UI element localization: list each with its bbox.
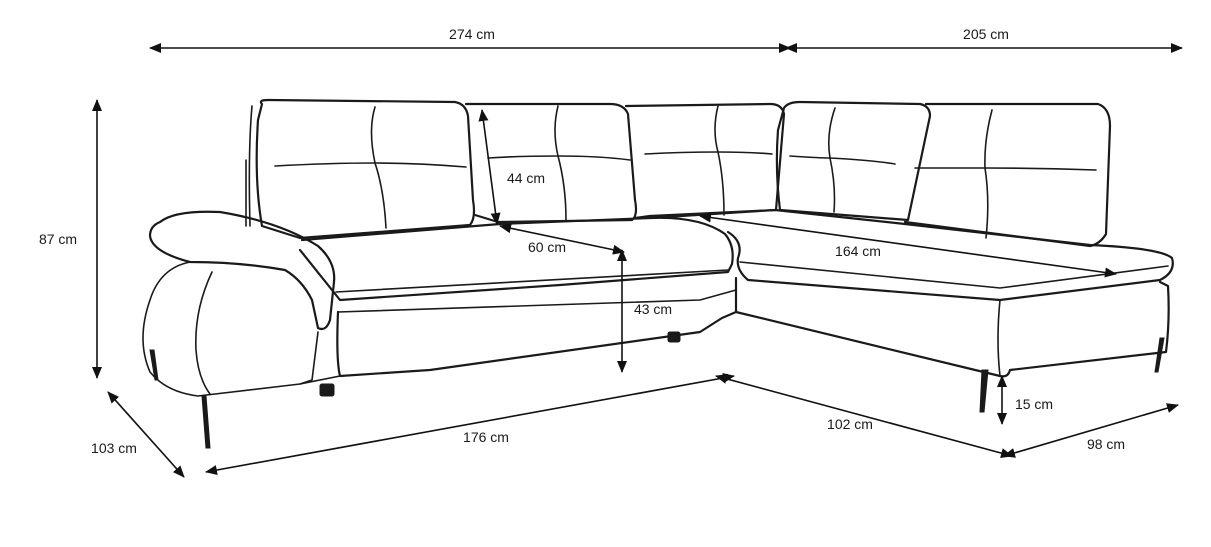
dim-line-103 [107, 391, 185, 478]
dim-line-44 [478, 109, 501, 225]
label-chaise-width: 98 cm [1087, 436, 1125, 452]
leg-front-left [201, 395, 211, 449]
label-leg-height: 15 cm [1015, 396, 1053, 412]
back-cushion-2 [464, 102, 638, 224]
back-cushion-4 [775, 100, 932, 222]
armrest [148, 210, 336, 331]
foot-mid [319, 383, 335, 397]
label-depth: 103 cm [91, 440, 137, 456]
leg-chaise-front [979, 369, 989, 413]
label-height: 87 cm [39, 231, 77, 247]
tufting [274, 105, 1097, 239]
label-chaise-length: 205 cm [963, 26, 1009, 42]
dim-line-176 [205, 373, 735, 475]
dim-line-164 [699, 212, 1117, 278]
dim-line-98 [1003, 403, 1179, 458]
label-chaise-front: 102 cm [827, 416, 873, 432]
label-seat-height: 43 cm [634, 301, 672, 317]
back-frame [245, 105, 253, 227]
leg-chaise-back [1154, 337, 1165, 373]
back-cushion-3 [624, 102, 786, 220]
foot-mid-2 [667, 331, 681, 343]
label-chaise-seat-length: 164 cm [835, 243, 881, 259]
label-total-length: 274 cm [449, 26, 495, 42]
dimension-labels: 274 cm 205 cm 87 cm 44 cm 60 cm 164 cm 4… [39, 26, 1125, 456]
dimension-lines [92, 43, 1183, 478]
back-cushion-1 [255, 98, 476, 240]
leg-back-left [149, 349, 159, 381]
label-front-length: 176 cm [463, 429, 509, 445]
label-backrest-height: 44 cm [507, 170, 545, 186]
dim-line-102 [715, 374, 1013, 458]
label-seat-depth: 60 cm [528, 239, 566, 255]
dim-line-60 [499, 223, 625, 255]
back-cushion-5 [903, 102, 1112, 248]
